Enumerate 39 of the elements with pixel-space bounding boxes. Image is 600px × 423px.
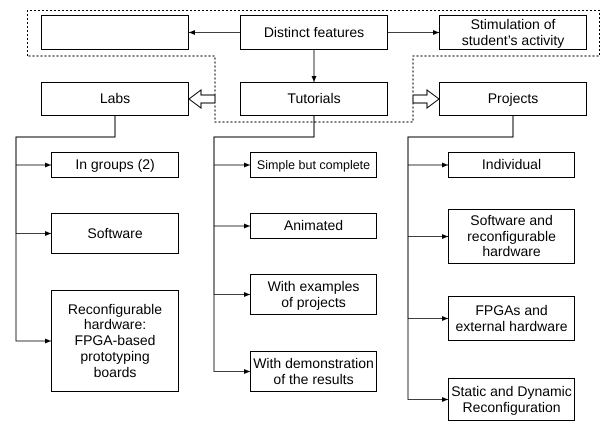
box-label: Software	[87, 226, 143, 242]
box-label: Tutorials	[287, 91, 341, 107]
arrow	[388, 30, 440, 35]
process-box	[448, 152, 575, 178]
process-box	[240, 82, 388, 116]
hollow-arrow	[188, 89, 216, 109]
box-label: Distinct features	[264, 24, 364, 40]
hollow-arrow	[412, 89, 440, 109]
process-box	[250, 152, 377, 178]
box-label: Stimulation of student’s activity	[460, 16, 566, 48]
box-label: Reconfigurable hardware: FPGA-based prototyping boards	[66, 302, 164, 380]
process-box	[250, 274, 377, 315]
box-label: In groups (2)	[75, 157, 155, 173]
box-label: Labs	[100, 91, 130, 107]
box-label: With examples of projects	[266, 278, 360, 310]
box-label: FPGAs and external hardware	[454, 302, 569, 334]
arrow	[188, 30, 240, 35]
process-box	[51, 290, 179, 392]
process-box	[250, 213, 377, 239]
box-label: Animated	[284, 218, 344, 234]
process-box	[448, 209, 575, 264]
box-label: Simple but complete	[256, 158, 370, 172]
empty-box	[41, 15, 189, 50]
box-label: Static and Dynamic Reconfiguration	[450, 384, 573, 416]
box-label: Projects	[488, 91, 538, 107]
process-box	[41, 82, 189, 116]
process-box	[240, 15, 388, 50]
process-box	[448, 378, 575, 421]
arrow	[16, 116, 116, 344]
process-box	[448, 296, 575, 341]
box-label: Individual	[482, 157, 542, 173]
box-label: With demonstration of the results	[252, 356, 375, 388]
process-box	[439, 15, 587, 50]
process-box	[439, 82, 587, 116]
process-box	[51, 152, 179, 178]
box-label: Software and reconfigurable hardware	[466, 212, 557, 260]
arrow	[312, 50, 316, 82]
dashed-group-outline	[27, 10, 600, 123]
process-box	[51, 213, 179, 254]
